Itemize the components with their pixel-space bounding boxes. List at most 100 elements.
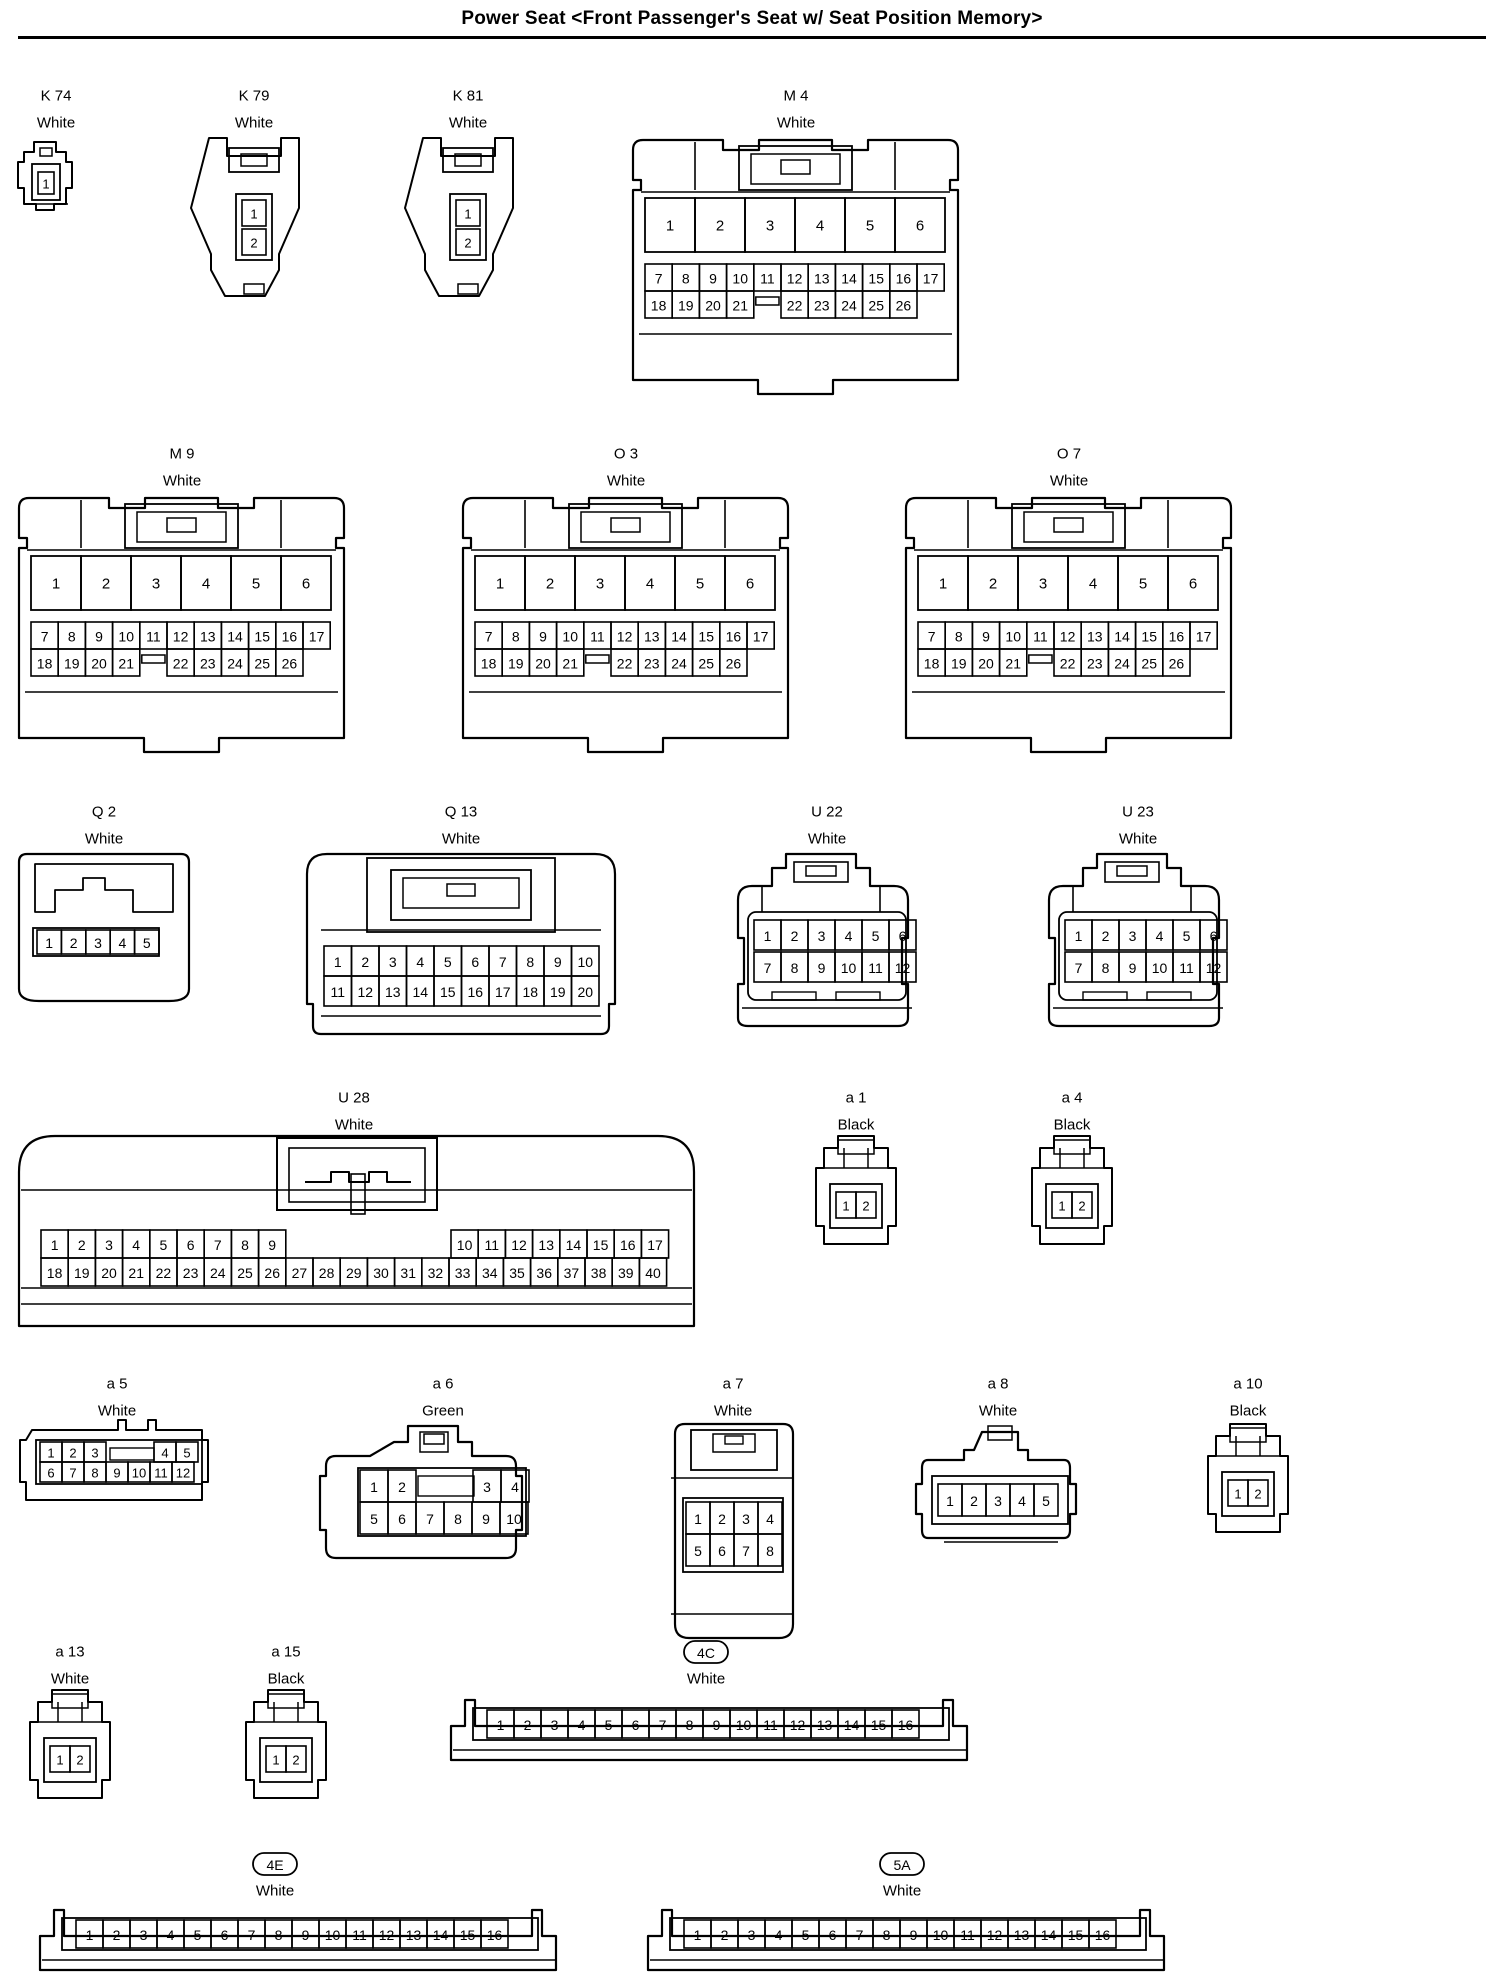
pin-number: 3 [389,954,397,970]
pin-number: 3 [818,928,826,944]
connector-color-label: White [1119,831,1157,848]
pin-number: 21 [732,298,748,314]
pin-number: 5 [444,954,452,970]
pin-number: 10 [506,1511,522,1527]
pin-number: 34 [482,1265,498,1281]
pin-number: 18 [481,656,497,672]
pin-number: 16 [282,629,298,645]
pin-number: 11 [146,629,161,645]
pin-cell [718,648,748,677]
pin-number: 5 [802,1927,810,1943]
pin-number: 15 [460,1927,476,1943]
pin-number: 12 [987,1927,1003,1943]
pin-cell [998,648,1028,677]
pin-number: 1 [1234,1487,1241,1502]
pin-number: 12 [511,1237,527,1253]
pin-number: 8 [682,271,690,287]
connector-color-label: Black [838,1117,875,1134]
pin-number: 3 [742,1511,750,1527]
pin-number: 7 [856,1927,864,1943]
pin-number: 1 [946,1493,954,1509]
connector-id-label: 4E [266,1857,283,1873]
pin-number: 1 [842,1199,849,1214]
pin-number: 16 [1169,629,1185,645]
pin-number: 36 [536,1265,552,1281]
pin-number: 23 [814,298,830,314]
pin-number: 4 [167,1927,175,1943]
pin-number: 5 [1183,928,1191,944]
pin-number: 2 [716,218,724,235]
pin-number: 5 [370,1511,378,1527]
pin-number: 2 [862,1199,869,1214]
connector-id-label: a 7 [723,1376,744,1393]
pin-number: 3 [152,576,160,593]
pin-number: 25 [868,298,884,314]
pin-number: 17 [495,984,511,1000]
pin-number: 17 [753,629,769,645]
pin-number: 11 [1179,960,1194,976]
pin-number: 15 [871,1717,887,1733]
pin-number: 6 [746,576,754,593]
pin-number: 13 [200,629,216,645]
connector-color-label: Black [268,1671,305,1688]
pin-number: 1 [52,576,60,593]
pin-number: 5 [694,1543,702,1559]
pin-number: 7 [499,954,507,970]
connector-color-label: Green [422,1403,464,1420]
connector-id-label: U 23 [1122,804,1154,821]
pin-number: 17 [309,629,325,645]
pin-number: 14 [227,629,243,645]
pin-number: 9 [95,629,103,645]
pin-number: 19 [678,298,694,314]
connector-id-label: a 1 [846,1090,867,1107]
pin-cell [499,1501,529,1535]
pin-cell [916,263,946,292]
pin-number: 20 [101,1265,117,1281]
connector-color-label: Black [1054,1117,1091,1134]
pin-number: 4 [1018,1493,1026,1509]
pin-number: 20 [978,656,994,672]
pin-number: 26 [282,656,298,672]
pin-number: 18 [37,656,53,672]
pin-cell [888,290,918,319]
pin-number: 22 [787,298,803,314]
pin-number: 26 [726,656,742,672]
pin-number: 10 [736,1717,752,1733]
pin-number: 13 [1014,1927,1030,1943]
pin-cell [555,648,585,677]
pin-number: 4 [845,928,853,944]
pin-number: 5 [1139,576,1147,593]
pin-number: 6 [829,1927,837,1943]
pin-number: 28 [319,1265,335,1281]
connector-id-label: O 3 [614,446,638,463]
pin-number: 39 [618,1265,634,1281]
connector-color-label: Black [1230,1403,1267,1420]
pin-number: 5 [872,928,880,944]
pin-number: 11 [760,271,775,287]
pin-number: 2 [989,576,997,593]
pin-number: 4 [132,1237,140,1253]
pin-number: 4 [202,576,210,593]
pin-number: 8 [883,1927,891,1943]
pin-number: 3 [105,1237,113,1253]
pin-cell [1071,1191,1093,1219]
pin-number: 15 [1068,1927,1084,1943]
pin-cell [285,1745,307,1773]
pin-number: 5 [160,1237,168,1253]
pin-cell [746,621,776,650]
pin-number: 5 [194,1927,202,1943]
pin-number: 9 [482,1511,490,1527]
